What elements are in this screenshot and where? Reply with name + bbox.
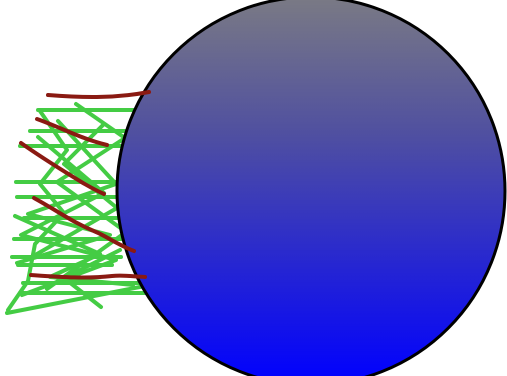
blue-circle [117,0,505,376]
